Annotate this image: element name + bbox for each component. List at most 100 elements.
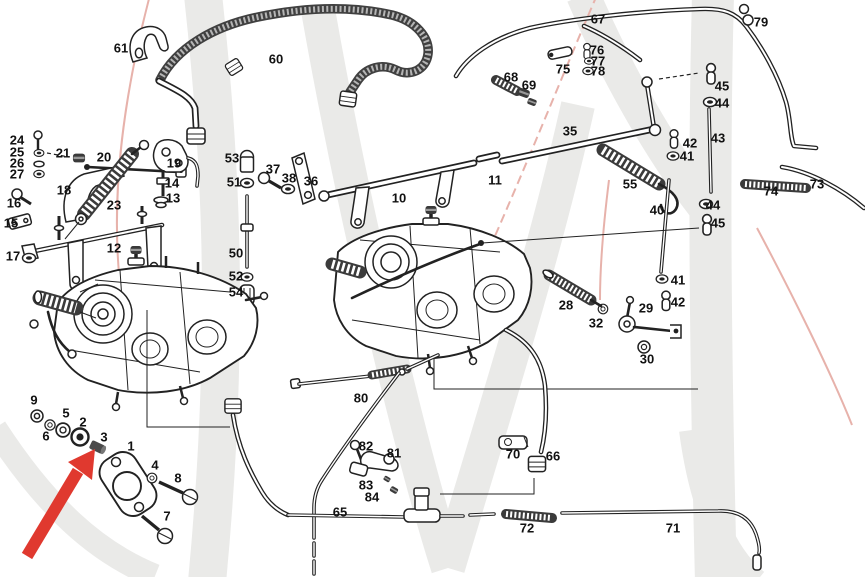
part-label-74: 74 [764, 184, 779, 199]
part-label-51: 51 [227, 175, 241, 190]
part-label-1: 1 [127, 439, 134, 454]
rod-73 [779, 164, 865, 211]
leader-to-clip-45 [481, 227, 700, 244]
part-label-67: 67 [591, 12, 605, 27]
part-label-26: 26 [10, 156, 24, 171]
throttle-bore [473, 275, 515, 313]
part-label-4: 4 [151, 458, 159, 473]
carburetor-left [29, 246, 291, 518]
hose-nut [527, 455, 547, 473]
pipe-80-assembly [289, 353, 440, 576]
part-label-42: 42 [683, 136, 697, 151]
part-label-78: 78 [591, 64, 605, 79]
hose-66-assembly [440, 327, 549, 495]
part-label-36: 36 [304, 174, 318, 189]
part-label-68: 68 [504, 70, 518, 85]
gasket-1 [98, 451, 158, 517]
part-label-20: 20 [97, 150, 111, 165]
nut-41 [655, 274, 669, 284]
part-label-38: 38 [282, 171, 296, 186]
part-label-2: 2 [79, 415, 86, 430]
throttle-bore [416, 291, 458, 329]
part-label-30: 30 [640, 352, 654, 367]
leader-line [146, 310, 230, 428]
part-label-79: 79 [754, 15, 768, 30]
part-label-29: 29 [639, 301, 653, 316]
part-label-80: 80 [354, 391, 368, 406]
part-label-43: 43 [711, 131, 725, 146]
part-label-16: 16 [7, 196, 21, 211]
part-label-45: 45 [711, 216, 725, 231]
outlet-nut [224, 398, 242, 414]
mount-hardware [30, 409, 199, 545]
sleeve-74 [740, 179, 811, 193]
part-label-15: 15 [4, 216, 18, 231]
nut-69 [526, 97, 538, 107]
nut-38 [280, 183, 296, 195]
rod-40-chain [655, 178, 671, 312]
elbow-pipe [155, 77, 200, 130]
clamp-79 [738, 3, 754, 26]
part-label-7: 7 [163, 509, 170, 524]
part-label-83: 83 [359, 478, 373, 493]
arrow-shaft [21, 467, 84, 560]
nut-27 [33, 169, 45, 179]
part-label-37: 37 [266, 162, 280, 177]
callout-line [433, 356, 698, 390]
part-label-27: 27 [10, 167, 24, 182]
screw-82 [349, 439, 361, 451]
part-label-19: 19 [167, 156, 181, 171]
bolt-7 [140, 514, 174, 545]
part-label-14: 14 [165, 176, 180, 191]
nut-51 [239, 177, 255, 189]
nut-25 [33, 149, 45, 157]
part-label-73: 73 [810, 177, 824, 192]
part-label-3: 3 [100, 430, 107, 445]
hose-60-assembly [129, 4, 433, 145]
part-label-82: 82 [359, 439, 373, 454]
part-label-17: 17 [6, 249, 20, 264]
part-label-71: 71 [666, 521, 680, 536]
part-label-18: 18 [57, 183, 71, 198]
part-label-35: 35 [563, 124, 577, 139]
washer-26 [33, 160, 45, 168]
part-label-69: 69 [522, 78, 536, 93]
part-label-70: 70 [506, 447, 520, 462]
lever-29-assembly [596, 295, 682, 354]
throttle-bore [187, 319, 227, 355]
rod-35-assembly [498, 72, 700, 165]
fuel-line-65-71 [286, 487, 762, 571]
spindle-28 [542, 269, 603, 308]
part-label-44: 44 [715, 96, 730, 111]
part-label-9: 9 [30, 393, 37, 408]
outlet-pipe [230, 412, 291, 518]
bushing-2 [70, 427, 90, 447]
nut-41 [666, 151, 680, 161]
part-label-23: 23 [107, 198, 121, 213]
part-label-81: 81 [387, 446, 401, 461]
part-label-21: 21 [56, 146, 70, 161]
hose-nut [338, 90, 358, 108]
washer-4 [146, 472, 158, 484]
part-label-53: 53 [225, 151, 239, 166]
rod-67-assembly [453, 3, 819, 151]
part-label-65: 65 [333, 505, 347, 520]
nut-9 [30, 409, 44, 423]
hose-nut [186, 127, 206, 145]
part-label-52: 52 [229, 269, 243, 284]
part-label-72: 72 [520, 521, 534, 536]
part-label-77: 77 [591, 54, 605, 69]
part-label-24: 24 [10, 133, 25, 148]
bolt-37-head [257, 171, 271, 185]
part-label-25: 25 [10, 145, 24, 160]
plate-15 [7, 213, 33, 230]
clamp-81-hardware [348, 439, 399, 495]
nut-83 [382, 475, 392, 483]
bolt-8 [158, 480, 199, 506]
clip-42 [661, 290, 671, 312]
clamp-70 [498, 435, 529, 450]
part-label-6: 6 [42, 429, 49, 444]
part-label-10: 10 [392, 191, 406, 206]
